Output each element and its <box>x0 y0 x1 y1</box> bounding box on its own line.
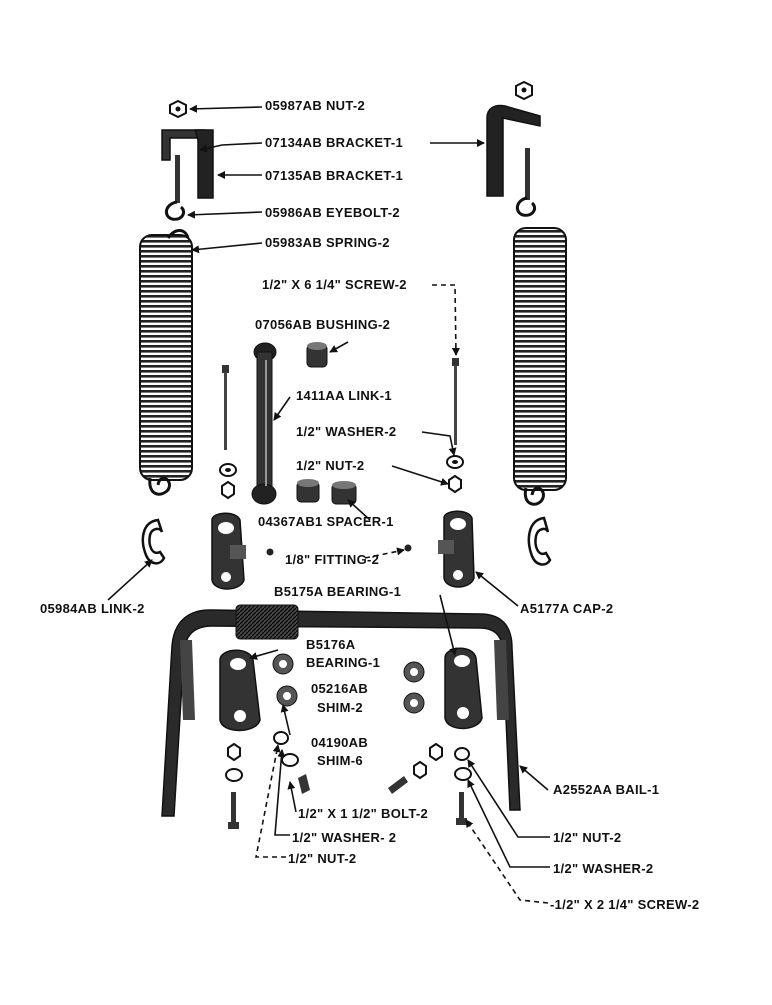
bracket-right <box>486 104 541 197</box>
nut-top-left <box>169 99 187 119</box>
spring-left <box>139 229 193 496</box>
lower-hardware-center <box>388 742 443 794</box>
washer-nut-left-stack <box>219 463 237 500</box>
bearing-lower-left <box>219 649 261 732</box>
link-c-left <box>141 518 166 565</box>
bearing-cap-left <box>211 512 246 590</box>
label-eyebolt-05986ab: 05986AB EYEBOLT-2 <box>265 205 400 220</box>
label-washer-half-top: 1/2" WASHER-2 <box>296 424 397 439</box>
label-washer-half-left: 1/2" WASHER- 2 <box>292 830 397 845</box>
long-screw-left <box>222 365 229 450</box>
eyebolt-right <box>515 148 537 217</box>
label-link-1411aa: 1411AA LINK-1 <box>296 388 392 403</box>
lower-hardware-right <box>454 747 472 825</box>
bushing <box>306 342 328 368</box>
label-nut-half-left: 1/2" NUT-2 <box>288 851 357 866</box>
leader-lines <box>107 104 550 904</box>
label-washer-half-right: 1/2" WASHER-2 <box>553 861 654 876</box>
label-shim-04190ab-1: 04190AB <box>311 735 369 750</box>
spacers <box>296 479 357 505</box>
label-screw-half-6q: 1/2" X 6 1/4" SCREW-2 <box>262 277 407 292</box>
lower-hardware-left <box>225 731 310 829</box>
label-nut-half-right: 1/2" NUT-2 <box>553 830 622 845</box>
label-shim-05216ab-2: SHIM-2 <box>317 700 363 715</box>
label-link-05984ab: 05984AB LINK-2 <box>40 601 145 616</box>
label-bearing-b5176a-1: B5176A <box>306 637 356 652</box>
label-nut-half-top: 1/2" NUT-2 <box>296 458 365 473</box>
bearing-lower-right <box>444 647 483 730</box>
label-fitting-eighth: 1/8" FITTING-2 <box>285 552 380 567</box>
label-cap-a5177a: A5177A CAP-2 <box>520 601 614 616</box>
label-bracket-07134ab: 07134AB BRACKET-1 <box>265 135 404 150</box>
shims <box>272 653 425 714</box>
label-bracket-07135ab: 07135AB BRACKET-1 <box>265 168 404 183</box>
link-bar <box>251 342 277 505</box>
label-nut-05987ab: 05987AB NUT-2 <box>265 98 365 113</box>
label-bearing-b5175a: B5175A BEARING-1 <box>274 584 402 599</box>
label-spring-05983ab: 05983AB SPRING-2 <box>265 235 390 250</box>
bearing-cap-right <box>438 510 475 588</box>
link-c-right <box>527 516 552 566</box>
spring-right <box>513 227 567 506</box>
long-screw-right <box>452 358 459 445</box>
label-shim-04190ab-2: SHIM-6 <box>317 753 363 768</box>
label-bail-a2552aa: A2552AA BAIL-1 <box>553 782 660 797</box>
label-spacer-04367ab1: 04367AB1 SPACER-1 <box>258 514 394 529</box>
bail <box>161 604 521 817</box>
label-screw-half-2q: -1/2" X 2 1/4" SCREW-2 <box>550 897 700 912</box>
label-bearing-b5176a-2: BEARING-1 <box>306 655 381 670</box>
nut-top-right <box>515 80 533 101</box>
label-shim-05216ab-1: 05216AB <box>311 681 369 696</box>
bracket-left <box>161 129 214 199</box>
fittings <box>266 544 412 556</box>
washer-nut-right-stack <box>446 455 464 494</box>
eyebolt-left <box>164 155 186 221</box>
label-bushing-07056ab: 07056AB BUSHING-2 <box>255 317 391 332</box>
label-bolt-half-1h: 1/2" X 1 1/2" BOLT-2 <box>298 806 429 821</box>
